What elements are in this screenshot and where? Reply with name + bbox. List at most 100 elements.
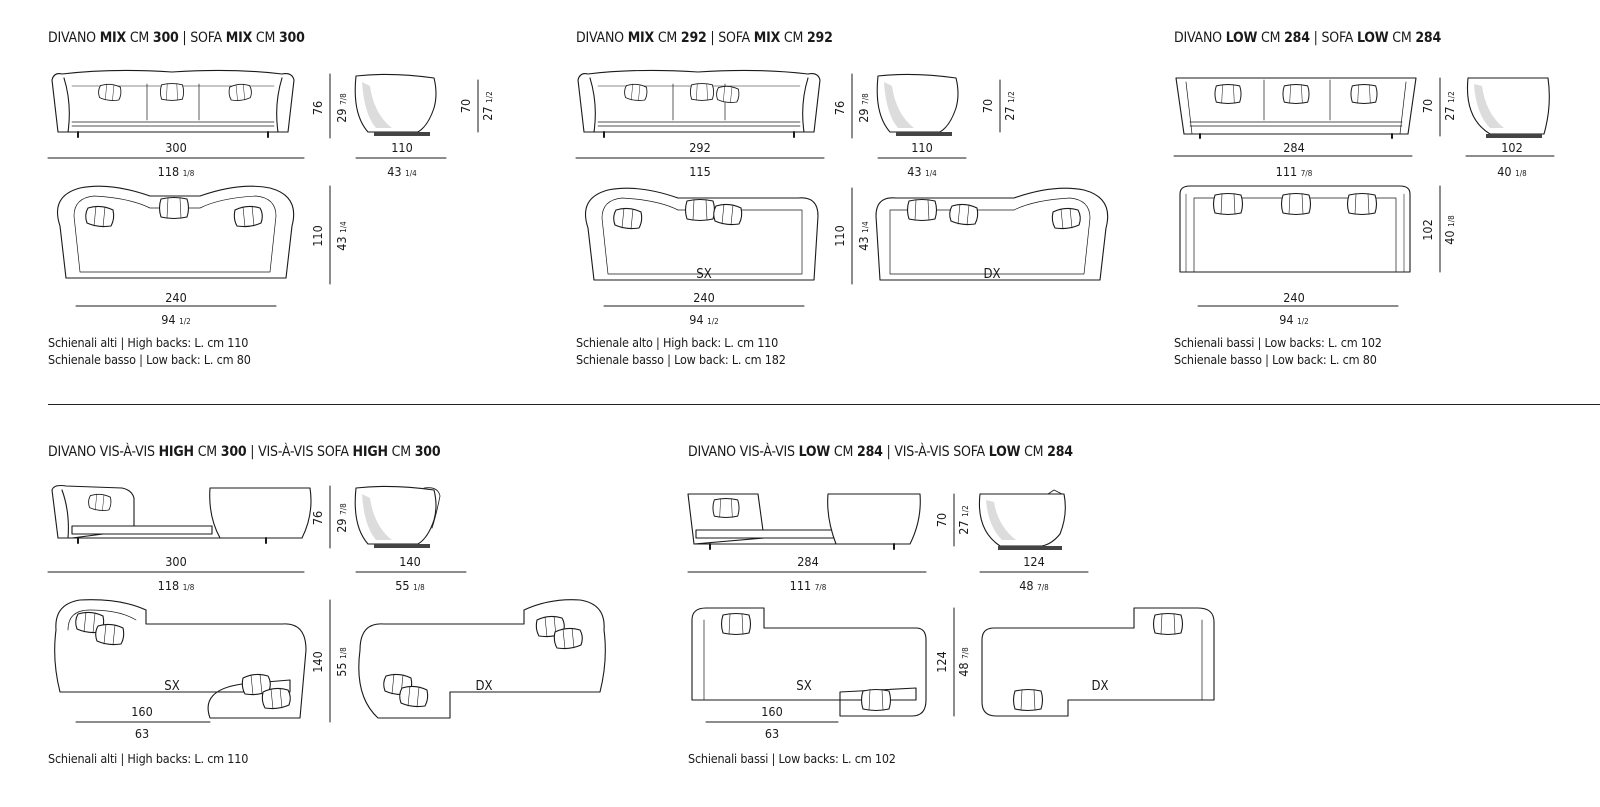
- vav-high-side-view: [354, 485, 441, 549]
- dim-side-height: 70: [458, 99, 473, 113]
- dim-plan-depth: 140: [310, 651, 325, 672]
- vav-low-front-view: [687, 493, 921, 550]
- dim-plan-width-in: 94 1/2: [1279, 312, 1308, 327]
- dim-side-depth: 110: [911, 140, 932, 155]
- dim-side-depth: 110: [391, 140, 412, 155]
- dim-plan-seat: 160: [761, 704, 782, 719]
- dim-plan-depth: 110: [310, 225, 325, 246]
- title-segment: | SOFA: [706, 30, 754, 46]
- note-line: Schienali alti | High backs: L. cm 110: [48, 335, 249, 350]
- note-line: Schienale basso | Low back: L. cm 80: [48, 352, 251, 367]
- title-segment: CM: [654, 30, 681, 46]
- label-sx: SX: [164, 679, 179, 694]
- dim-plan-width: 240: [1283, 290, 1304, 305]
- notes-vav-low: Schienali bassi | Low backs: L. cm 102: [688, 750, 896, 767]
- title-segment: 284: [1415, 30, 1442, 46]
- title-segment: 292: [806, 30, 833, 46]
- vav-high-plan-sx: [54, 599, 307, 719]
- title-mix-300: DIVANO MIX CM 300 | SOFA MIX CM 300: [48, 30, 305, 46]
- dim-height: 70: [1420, 99, 1435, 113]
- dim-height: 76: [310, 511, 325, 525]
- title-segment: CM: [126, 30, 153, 46]
- title-segment: 284: [1047, 444, 1073, 460]
- dim-plan-width: 240: [693, 290, 714, 305]
- dim-plan-depth: 102: [1420, 219, 1435, 240]
- low-284-side-view: [1466, 77, 1550, 138]
- title-segment: 284: [1284, 30, 1310, 46]
- title-segment: 284: [857, 444, 883, 460]
- mix-300-side-view: [354, 73, 437, 137]
- title-segment: CM: [1388, 30, 1416, 46]
- note-line: Schienali bassi | Low backs: L. cm 102: [1174, 335, 1382, 350]
- title-segment: MIX: [99, 30, 127, 46]
- title-segment: DIVANO: [1174, 30, 1226, 46]
- title-segment: CM: [193, 444, 221, 460]
- dim-width-in: 111 7/8: [1276, 164, 1313, 179]
- mix-300-front-view: [51, 69, 295, 138]
- title-segment: LOW: [798, 444, 831, 460]
- note-line: Schienali alti | High backs: L. cm 110: [48, 751, 249, 766]
- title-segment: LOW: [1225, 30, 1258, 46]
- mix-292-plan-sx: [584, 187, 819, 281]
- dim-width: 292: [689, 140, 710, 155]
- dim-plan-depth-in: 40 1/8: [1442, 215, 1457, 245]
- vav-high-plan-dx: [358, 599, 606, 719]
- title-segment: DIVANO: [576, 30, 628, 46]
- note-line: Schienale basso | Low back: L. cm 182: [576, 352, 786, 367]
- title-segment: 300: [220, 444, 247, 460]
- mix-292-side-view: [876, 73, 959, 137]
- dim-height-in: 29 7/8: [334, 503, 349, 533]
- title-segment: 300: [152, 30, 179, 46]
- dim-plan-depth-in: 48 7/8: [956, 647, 971, 677]
- note-line: Schienale basso | Low back: L. cm 80: [1174, 352, 1377, 367]
- dim-side-depth-in: 55 1/8: [395, 578, 425, 593]
- vav-high-front-view: [51, 484, 312, 544]
- dim-height: 76: [832, 101, 847, 115]
- label-dx: DX: [983, 267, 1000, 282]
- notes-low-284: Schienali bassi | Low backs: L. cm 102 S…: [1174, 334, 1382, 368]
- title-vav-low: DIVANO VIS-À-VIS LOW CM 284 | VIS-À-VIS …: [688, 444, 1073, 460]
- title-segment: DIVANO VIS-À-VIS: [688, 444, 799, 460]
- title-segment: CM: [1257, 30, 1285, 46]
- title-segment: MIX: [225, 30, 253, 46]
- notes-vav-high: Schienali alti | High backs: L. cm 110: [48, 750, 248, 767]
- dim-width-in: 111 7/8: [790, 578, 827, 593]
- note-line: Schienale alto | High back: L. cm 110: [576, 335, 779, 350]
- dim-width: 284: [797, 554, 818, 569]
- title-segment: MIX: [753, 30, 781, 46]
- title-segment: 292: [680, 30, 707, 46]
- dim-width-in: 118 1/8: [158, 164, 195, 179]
- title-segment: | SOFA: [1309, 30, 1357, 46]
- title-segment: LOW: [1356, 30, 1389, 46]
- dim-side-height-in: 27 1/2: [1002, 91, 1017, 120]
- dim-height: 76: [310, 101, 325, 115]
- dim-width: 284: [1283, 140, 1304, 155]
- dim-side-depth: 140: [399, 554, 420, 569]
- mix-292-front-view: [577, 69, 821, 138]
- dim-side-depth: 124: [1023, 554, 1044, 569]
- dim-height-in: 27 1/2: [1442, 91, 1457, 120]
- notes-mix-300: Schienali alti | High backs: L. cm 110 S…: [48, 334, 251, 368]
- dim-plan-seat-in: 63: [765, 726, 779, 741]
- low-284-front-view: [1175, 77, 1417, 139]
- dim-height-in: 27 1/2: [956, 505, 971, 534]
- title-segment: MIX: [627, 30, 655, 46]
- low-284-plan-view: [1179, 185, 1411, 273]
- section-divider: [48, 404, 1600, 405]
- vav-low-plan-sx: [691, 607, 927, 717]
- title-segment: | VIS-À-VIS SOFA: [882, 444, 989, 460]
- dim-plan-seat-in: 63: [135, 726, 149, 741]
- title-low-284: DIVANO LOW CM 284 | SOFA LOW CM 284: [1174, 30, 1441, 46]
- dim-plan-seat: 160: [131, 704, 152, 719]
- label-dx: DX: [1091, 679, 1108, 694]
- dim-width-in: 118 1/8: [158, 578, 195, 593]
- dim-height: 70: [934, 513, 949, 527]
- dim-side-depth-in: 43 1/4: [387, 164, 417, 179]
- title-segment: DIVANO VIS-À-VIS: [48, 444, 159, 460]
- title-segment: CM: [387, 444, 415, 460]
- mix-300-plan-view: [56, 185, 295, 279]
- mix-292-plan-dx: [875, 187, 1109, 281]
- dim-plan-depth-in: 55 1/8: [334, 647, 349, 677]
- dim-plan-width-in: 94 1/2: [689, 312, 718, 327]
